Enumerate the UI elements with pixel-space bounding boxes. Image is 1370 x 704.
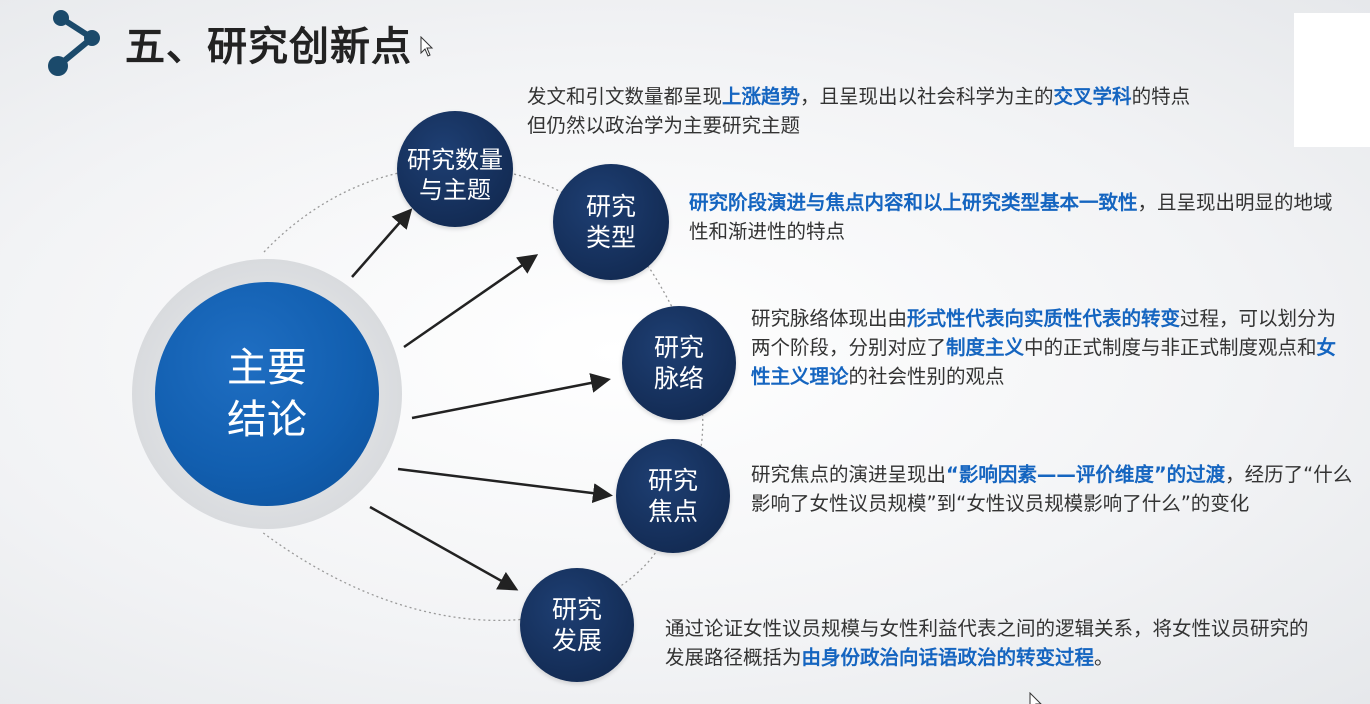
body-text: 的特点 [1131, 85, 1191, 108]
highlight-text: 交叉学科 [1053, 85, 1132, 108]
description-focus: 研究焦点的演进呈现出“影响因素——评价维度”的过渡，经历了“什么影响了女性议员规… [751, 460, 1356, 518]
node-research-type: 研究类型 [553, 164, 669, 280]
arrow-to-context [411, 373, 611, 420]
arrow-to-development [369, 505, 519, 591]
body-text: 过程，可以划分为两个阶段，分别对应了 [751, 307, 1337, 359]
highlight-text: 制度主义 [946, 336, 1025, 359]
body-text: 研究脉络体现出由 [751, 307, 908, 330]
highlight-text: “影响因素——评价维度”的过渡 [946, 463, 1226, 486]
body-text: 通过论证女性议员规模与女性利益代表之间的逻辑关系，将女性议员研究的发展路径概括为 [665, 617, 1309, 669]
arrow-to-quantity [351, 208, 413, 278]
body-text: 。 [1094, 646, 1114, 669]
description-context: 研究脉络体现出由形式性代表向实质性代表的转变过程，可以划分为两个阶段，分别对应了… [751, 304, 1351, 391]
body-text: ，且呈现出以社会科学为主的 [800, 85, 1054, 108]
description-quantity: 发文和引文数量都呈现上涨趋势，且呈现出以社会科学为主的交叉学科的特点但仍然以政治… [527, 82, 1327, 140]
body-text: 但仍然以政治学为主要研究主题 [527, 114, 801, 137]
center-circle: 主要结论 [155, 282, 379, 506]
body-text: 发文和引文数量都呈现 [527, 85, 723, 108]
blank-overlay-panel [1294, 13, 1370, 147]
highlight-text: 女性主义理论 [751, 336, 1337, 388]
node-research-focus: 研究焦点 [616, 439, 730, 553]
node-research-context: 研究脉络 [622, 306, 736, 420]
mouse-cursor-icon [1029, 692, 1042, 704]
arrow-to-focus [397, 467, 613, 504]
highlight-text: 上涨趋势 [722, 85, 801, 108]
node-label: 研究脉络 [653, 333, 704, 393]
arrow-to-type [403, 254, 539, 349]
node-research-quantity: 研究数量与主题 [397, 111, 513, 227]
body-text: 中的正式制度与非正式制度观点和 [1024, 336, 1317, 359]
highlight-text: 形式性代表向实质性代表的转变 [907, 307, 1181, 330]
highlight-text: 研究阶段演进与焦点内容和以上研究类型基本一致性 [689, 191, 1138, 214]
node-label: 研究类型 [585, 192, 636, 252]
description-type: 研究阶段演进与焦点内容和以上研究类型基本一致性，且呈现出明显的地域性和渐进性的特… [689, 188, 1349, 246]
page-title: 五、研究创新点 [125, 24, 412, 70]
node-label: 研究数量与主题 [407, 146, 503, 204]
mouse-cursor-icon [420, 36, 434, 57]
molecule-connection-icon [48, 10, 100, 76]
highlight-text: 由身份政治向话语政治的转变过程 [801, 646, 1095, 669]
description-development: 通过论证女性议员规模与女性利益代表之间的逻辑关系，将女性议员研究的发展路径概括为… [665, 614, 1315, 672]
node-label: 研究焦点 [647, 466, 698, 526]
node-label: 研究发展 [551, 595, 602, 655]
center-label: 主要结论 [227, 345, 307, 443]
body-text: ，经历了“什么影响了女性议员规模”到“女性议员规模影响了什么”的变化 [751, 463, 1353, 515]
body-text: 研究焦点的演进呈现出 [751, 463, 947, 486]
body-text: ，且呈现出明显的地域性和渐进性的特点 [689, 191, 1333, 243]
node-research-development: 研究发展 [520, 568, 634, 682]
body-text: 的社会性别的观点 [848, 365, 1005, 388]
